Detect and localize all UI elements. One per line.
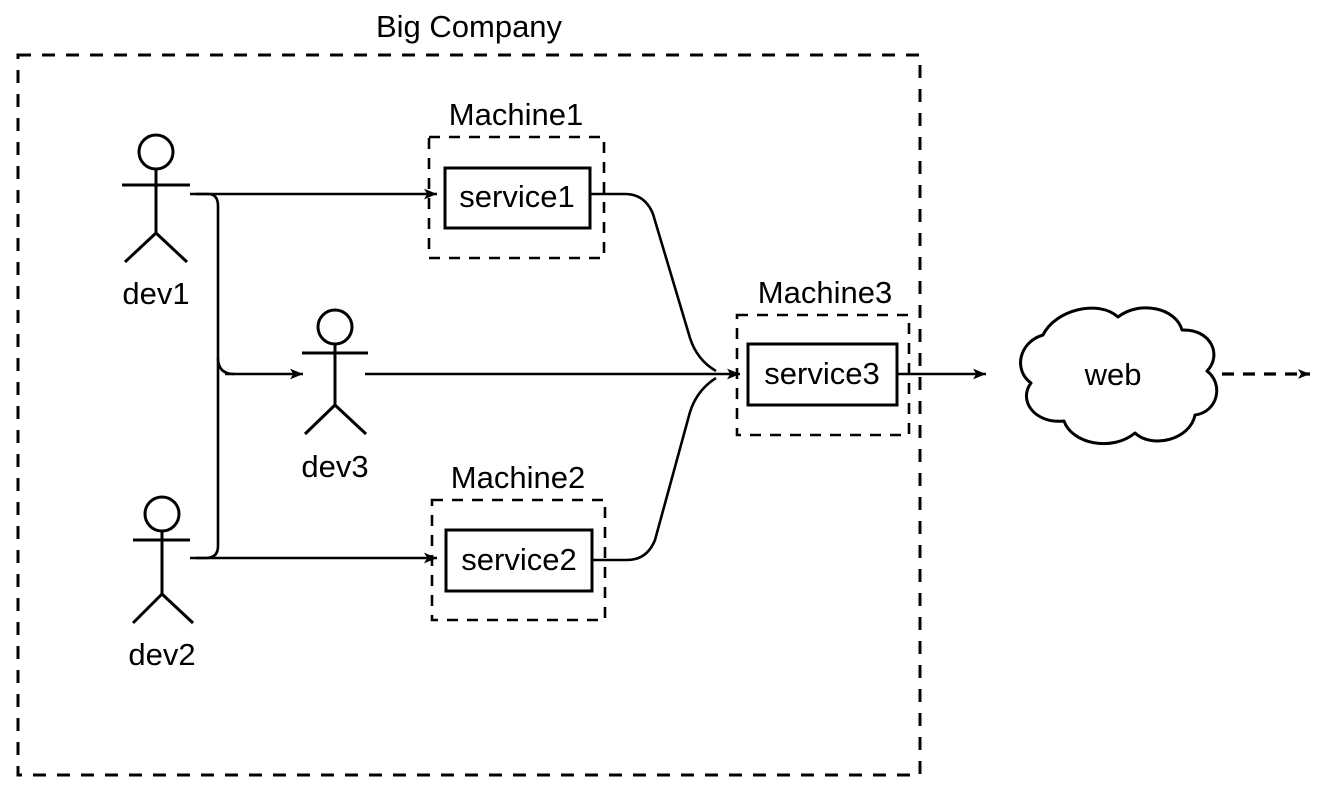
big-company-boundary bbox=[16, 53, 922, 777]
actor-dev2[interactable]: dev2 bbox=[128, 495, 196, 672]
edge-service1-to-service3 bbox=[590, 192, 717, 373]
web-cloud-label: web bbox=[1084, 357, 1142, 392]
edge-service2-to-service3 bbox=[592, 376, 717, 562]
service2-label: service2 bbox=[461, 542, 576, 577]
machine3-group[interactable]: Machine3 service3 bbox=[735, 275, 911, 437]
actor-dev3-label: dev3 bbox=[301, 449, 368, 484]
edge-dev2-branch-up bbox=[196, 358, 220, 560]
cloud-icon bbox=[1019, 306, 1219, 446]
actor-dev1[interactable]: dev1 bbox=[122, 133, 190, 311]
big-company-title: Big Company bbox=[376, 9, 563, 44]
service3-label: service3 bbox=[764, 356, 879, 391]
stick-figure-legs-icon bbox=[123, 231, 189, 264]
machine3-label: Machine3 bbox=[758, 275, 892, 310]
stick-figure-head-icon bbox=[316, 308, 354, 346]
actor-dev2-label: dev2 bbox=[128, 637, 195, 672]
service1-label: service1 bbox=[459, 179, 574, 214]
actor-dev3[interactable]: dev3 bbox=[301, 308, 369, 484]
stick-figure-legs-icon bbox=[303, 403, 368, 436]
actor-dev1-label: dev1 bbox=[122, 276, 189, 311]
stick-figure-legs-icon bbox=[131, 592, 195, 625]
stick-figure-head-icon bbox=[143, 495, 181, 533]
machine2-label: Machine2 bbox=[451, 460, 585, 495]
stick-figure-head-icon bbox=[137, 133, 175, 171]
web-cloud-group[interactable]: web bbox=[1019, 306, 1219, 446]
machine2-boundary bbox=[430, 498, 607, 622]
machine1-label: Machine1 bbox=[449, 97, 583, 132]
edge-dev1-branch-down bbox=[196, 192, 235, 376]
machine1-group[interactable]: Machine1 service1 bbox=[427, 97, 606, 260]
machine1-boundary bbox=[427, 135, 606, 260]
machine2-group[interactable]: Machine2 service2 bbox=[430, 460, 607, 622]
service1-box[interactable] bbox=[443, 166, 592, 230]
